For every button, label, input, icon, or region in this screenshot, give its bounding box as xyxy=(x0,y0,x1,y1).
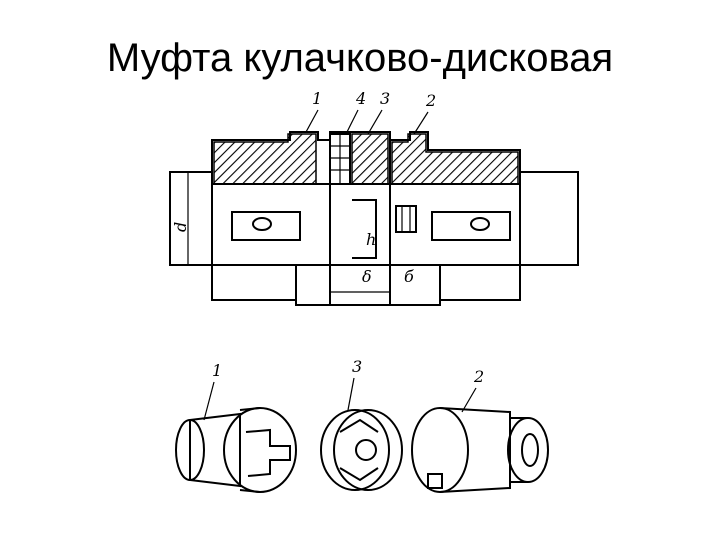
right-lug xyxy=(389,264,441,306)
right-shaft xyxy=(519,171,579,266)
exploded-view: 1 3 2 xyxy=(175,357,549,493)
right-hatch xyxy=(391,133,519,185)
dim-gap-right: б xyxy=(404,267,414,286)
exploded-label-1: 1 xyxy=(212,361,222,380)
dim-h: h xyxy=(366,230,376,249)
exploded-part-2 xyxy=(411,407,549,493)
left-hatch xyxy=(213,133,317,185)
left-shaft xyxy=(169,171,213,266)
groove-detail xyxy=(395,205,417,233)
label-part-1: 1 xyxy=(312,89,322,108)
label-part-3: 3 xyxy=(380,89,390,108)
disc-tongue xyxy=(352,199,377,259)
label-part-4: 4 xyxy=(355,89,366,108)
dim-d: d xyxy=(171,222,190,232)
section-view: 1 4 3 2 d h δ б xyxy=(169,89,579,306)
slide-title: Муфта кулачково-дисковая xyxy=(106,36,614,80)
label-part-2: 2 xyxy=(425,91,436,110)
exploded-part-1 xyxy=(175,407,297,493)
right-key-pin xyxy=(470,217,490,231)
exploded-label-3: 3 xyxy=(352,357,362,376)
middle-disc xyxy=(329,131,391,306)
exploded-part-3 xyxy=(320,409,403,491)
left-key-pin xyxy=(252,217,272,231)
left-lug xyxy=(295,264,331,306)
exploded-label-2: 2 xyxy=(473,367,484,386)
disc-hatch xyxy=(351,133,389,185)
left-keyway xyxy=(231,211,301,241)
dim-gap-left: δ xyxy=(362,267,372,286)
right-keyway xyxy=(431,211,511,241)
